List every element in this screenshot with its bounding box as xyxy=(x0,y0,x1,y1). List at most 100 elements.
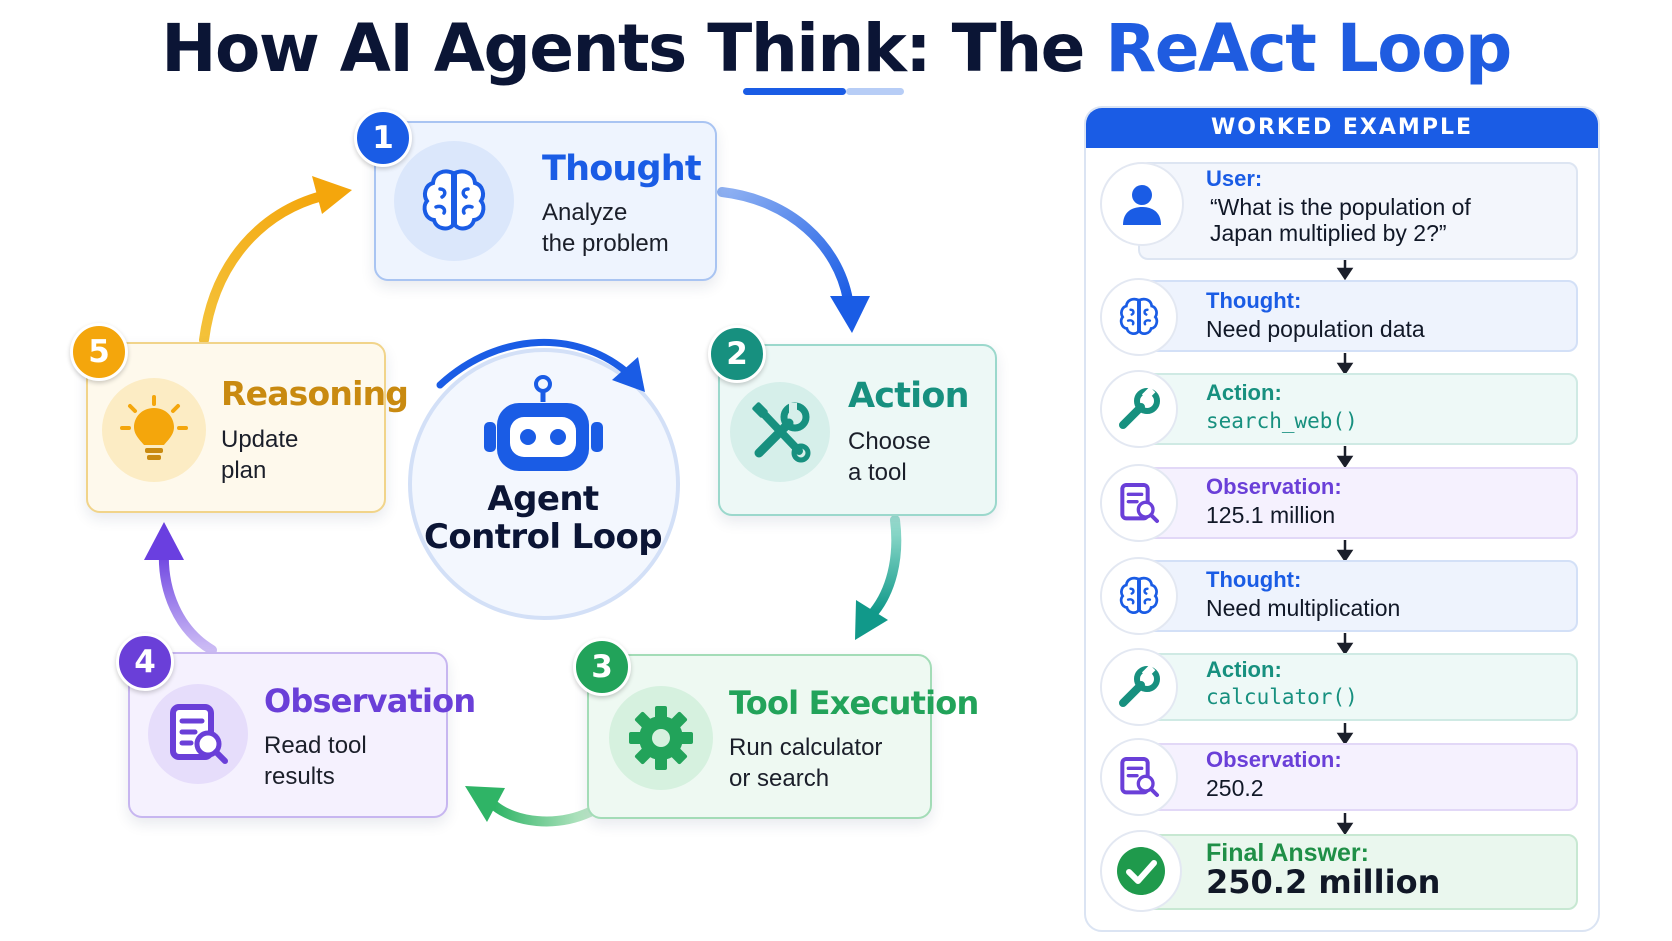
arrow-thought-to-action xyxy=(717,187,853,305)
title-accent: ReAct Loop xyxy=(1105,10,1512,87)
step-badge-1: 1 xyxy=(354,109,412,167)
step-action: Action Choose a tool xyxy=(718,344,997,516)
example-thought-1-label: Thought: xyxy=(1206,288,1302,313)
brain-icon xyxy=(422,169,486,231)
example-row-action-2 xyxy=(1138,653,1578,721)
example-user-label: User: xyxy=(1206,166,1263,191)
example-observation-1-value: 125.1 million xyxy=(1206,502,1336,528)
action-title: Action xyxy=(848,376,970,416)
step-badge-3: 3 xyxy=(573,638,631,696)
observation-desc-line2: results xyxy=(264,763,335,790)
example-action-1-label: Action: xyxy=(1206,380,1282,405)
lightbulb-icon xyxy=(120,395,188,460)
example-action-2-label: Action: xyxy=(1206,657,1282,682)
step-tool-execution: Tool Execution Run calculator or search xyxy=(587,654,979,819)
reasoning-desc-line1: Update xyxy=(221,426,299,453)
step-badge-2: 2 xyxy=(708,325,766,383)
robot-icon xyxy=(484,375,603,471)
user-icon xyxy=(1123,185,1161,225)
center-circle xyxy=(408,348,680,620)
example-thought-1-icon-circle xyxy=(1100,278,1178,356)
document-search-icon xyxy=(1120,483,1159,523)
example-user-line2: Japan multiplied by 2?” xyxy=(1210,220,1447,246)
observation-icon-circle xyxy=(148,684,248,784)
example-thought-1-value: Need population data xyxy=(1206,316,1425,342)
example-action-1-icon-circle xyxy=(1100,370,1178,448)
thought-title: Thought xyxy=(542,149,702,189)
execution-title: Tool Execution xyxy=(729,684,979,722)
center-label-line2: Control Loop xyxy=(424,517,663,557)
document-search-icon xyxy=(1120,757,1159,797)
step-observation: Observation Read tool results xyxy=(128,652,476,818)
example-user-line1: “What is the population of xyxy=(1210,194,1471,220)
example-row-action-1 xyxy=(1138,373,1578,445)
arrow-observation-to-reasoning xyxy=(158,545,217,655)
reasoning-desc-line2: plan xyxy=(221,457,267,484)
brain-icon xyxy=(1119,297,1159,335)
thought-desc-line2: the problem xyxy=(542,230,669,257)
thought-desc-line1: Analyze xyxy=(542,199,628,226)
example-user-icon-circle xyxy=(1100,162,1184,246)
step-badge-4: 4 xyxy=(116,633,174,691)
example-action-2-icon-circle xyxy=(1100,648,1178,726)
example-row-user xyxy=(1138,162,1578,260)
example-observation-2-icon-circle xyxy=(1100,738,1178,816)
center-circle-arrow-head xyxy=(612,357,645,392)
thought-icon-circle xyxy=(394,141,514,261)
example-observation-1-label: Observation: xyxy=(1206,474,1342,499)
example-row-final-answer xyxy=(1138,834,1578,910)
execution-icon-circle xyxy=(609,686,713,790)
execution-desc-line1: Run calculator xyxy=(729,734,883,761)
title-underline-dark xyxy=(743,88,846,95)
example-action-1-value: search_web() xyxy=(1206,409,1358,433)
title-underline-light xyxy=(846,88,904,95)
tools-icon xyxy=(752,402,811,463)
center-label: Agent Control Loop xyxy=(398,480,688,556)
arrow-execution-to-observation-head xyxy=(465,786,505,822)
arrow-action-to-execution xyxy=(869,515,902,617)
step-reasoning: Reasoning Update plan xyxy=(86,342,409,513)
example-final-icon-circle xyxy=(1100,830,1182,912)
brain-icon xyxy=(1119,576,1159,614)
center-circle-arrow xyxy=(436,339,634,389)
example-action-2-value: calculator() xyxy=(1206,685,1358,709)
action-icon-circle xyxy=(730,382,830,482)
wrench-icon xyxy=(1119,664,1160,707)
arrow-execution-to-observation xyxy=(490,801,595,827)
reasoning-title: Reasoning xyxy=(221,374,409,413)
example-row-observation-2 xyxy=(1138,743,1578,811)
arrow-thought-to-action-head xyxy=(830,296,870,333)
arrow-action-to-execution-head xyxy=(855,600,888,640)
document-search-icon xyxy=(170,704,228,764)
example-row-observation-1 xyxy=(1138,467,1578,539)
step-thought: Thought Analyze the problem xyxy=(374,121,717,281)
worked-example-header: WORKED EXAMPLE xyxy=(1086,108,1598,148)
step-badge-5: 5 xyxy=(70,323,128,381)
worked-example-panel: WORKED EXAMPLE User: “What is the popula… xyxy=(1084,106,1600,932)
arrow-reasoning-to-thought-head xyxy=(312,176,352,214)
example-thought-2-icon-circle xyxy=(1100,557,1178,635)
example-row-thought-2 xyxy=(1138,560,1578,632)
center-label-line1: Agent xyxy=(487,479,599,519)
example-thought-2-value: Need multiplication xyxy=(1206,595,1401,621)
example-thought-2-label: Thought: xyxy=(1206,567,1302,592)
title-main: How AI Agents Think: The xyxy=(161,10,1106,87)
reasoning-icon-circle xyxy=(102,378,206,482)
example-observation-1-icon-circle xyxy=(1100,464,1178,542)
example-observation-2-label: Observation: xyxy=(1206,747,1342,772)
wrench-icon xyxy=(1119,386,1160,429)
execution-desc-line2: or search xyxy=(729,765,830,792)
observation-title: Observation xyxy=(264,682,476,720)
example-connectors xyxy=(1336,258,1354,836)
action-desc-line1: Choose xyxy=(848,428,931,455)
arrow-reasoning-to-thought xyxy=(199,191,327,345)
example-final-label: Final Answer: xyxy=(1206,839,1369,867)
arrow-observation-to-reasoning-head xyxy=(144,522,184,560)
example-observation-2-value: 250.2 xyxy=(1206,775,1264,801)
action-desc-line2: a tool xyxy=(848,459,907,486)
check-circle-icon xyxy=(1117,847,1165,895)
page-title: How AI Agents Think: The ReAct Loop xyxy=(0,10,1672,87)
observation-desc-line1: Read tool xyxy=(264,732,367,759)
example-final-value: 250.2 million xyxy=(1206,863,1441,901)
